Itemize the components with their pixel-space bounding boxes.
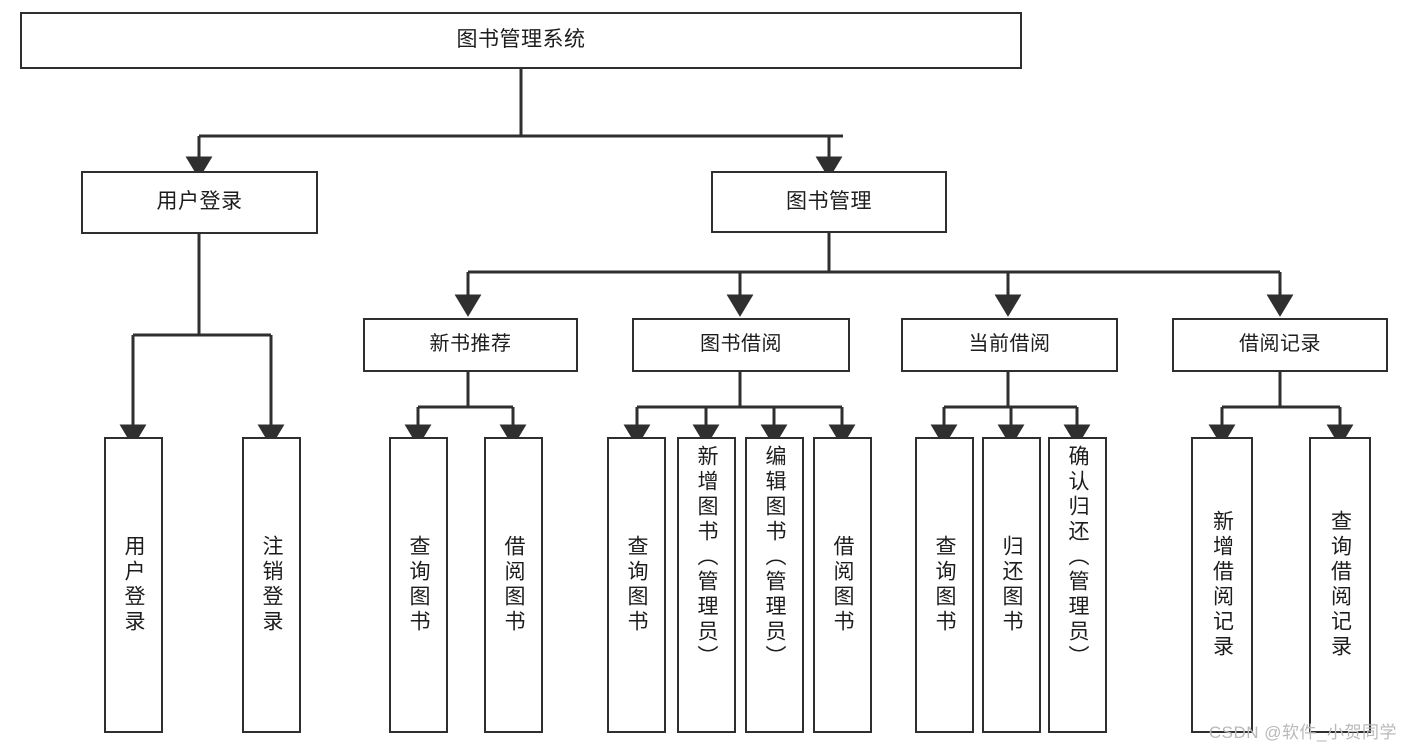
node-leaf-edit-book[interactable]: 编辑图书（管理员）	[745, 437, 804, 733]
node-leaf-confirm-return-label: 确认归还（管理员）	[1066, 445, 1089, 670]
node-leaf-add-record[interactable]: 新增借阅记录	[1191, 437, 1253, 733]
watermark-text: CSDN @软件_小贺同学	[1208, 723, 1397, 742]
node-root-label: 图书管理系统	[456, 28, 586, 52]
node-leaf-confirm-return[interactable]: 确认归还（管理员）	[1048, 437, 1107, 733]
node-leaf-query-book-1[interactable]: 查询图书	[389, 437, 448, 733]
node-book-management[interactable]: 图书管理	[711, 171, 947, 233]
node-leaf-user-login[interactable]: 用户登录	[104, 437, 163, 733]
node-leaf-add-record-label: 新增借阅记录	[1210, 510, 1234, 660]
node-leaf-query-record-label: 查询借阅记录	[1328, 510, 1352, 660]
node-leaf-query-book-1-label: 查询图书	[407, 535, 430, 635]
node-current-borrow-label: 当前借阅	[968, 333, 1051, 356]
node-current-borrow[interactable]: 当前借阅	[901, 318, 1118, 372]
node-leaf-borrow-book-1[interactable]: 借阅图书	[484, 437, 543, 733]
node-leaf-borrow-book-2[interactable]: 借阅图书	[813, 437, 872, 733]
node-leaf-borrow-book-1-label: 借阅图书	[502, 535, 525, 635]
node-leaf-query-book-3-label: 查询图书	[933, 535, 956, 635]
node-leaf-user-login-label: 用户登录	[122, 535, 145, 635]
node-leaf-return-book-label: 归还图书	[1000, 535, 1023, 635]
node-leaf-add-book-label: 新增图书（管理员）	[695, 445, 718, 670]
node-leaf-edit-book-label: 编辑图书（管理员）	[763, 445, 786, 670]
node-leaf-query-book-2[interactable]: 查询图书	[607, 437, 666, 733]
node-leaf-logout[interactable]: 注销登录	[242, 437, 301, 733]
node-leaf-logout-label: 注销登录	[260, 535, 283, 635]
node-leaf-add-book[interactable]: 新增图书（管理员）	[677, 437, 736, 733]
node-root[interactable]: 图书管理系统	[20, 12, 1022, 69]
node-leaf-return-book[interactable]: 归还图书	[982, 437, 1041, 733]
node-leaf-borrow-book-2-label: 借阅图书	[831, 535, 854, 635]
node-new-book-recommend[interactable]: 新书推荐	[363, 318, 578, 372]
node-leaf-query-record[interactable]: 查询借阅记录	[1309, 437, 1371, 733]
node-book-borrow-label: 图书借阅	[700, 333, 782, 356]
node-user-login[interactable]: 用户登录	[81, 171, 318, 234]
node-borrow-record[interactable]: 借阅记录	[1172, 318, 1388, 372]
node-leaf-query-book-2-label: 查询图书	[625, 535, 648, 635]
node-user-login-label: 用户登录	[156, 190, 243, 214]
node-book-management-label: 图书管理	[786, 189, 872, 213]
node-leaf-query-book-3[interactable]: 查询图书	[915, 437, 974, 733]
node-borrow-record-label: 借阅记录	[1239, 333, 1321, 356]
node-book-borrow[interactable]: 图书借阅	[632, 318, 850, 372]
node-new-book-recommend-label: 新书推荐	[429, 333, 512, 356]
